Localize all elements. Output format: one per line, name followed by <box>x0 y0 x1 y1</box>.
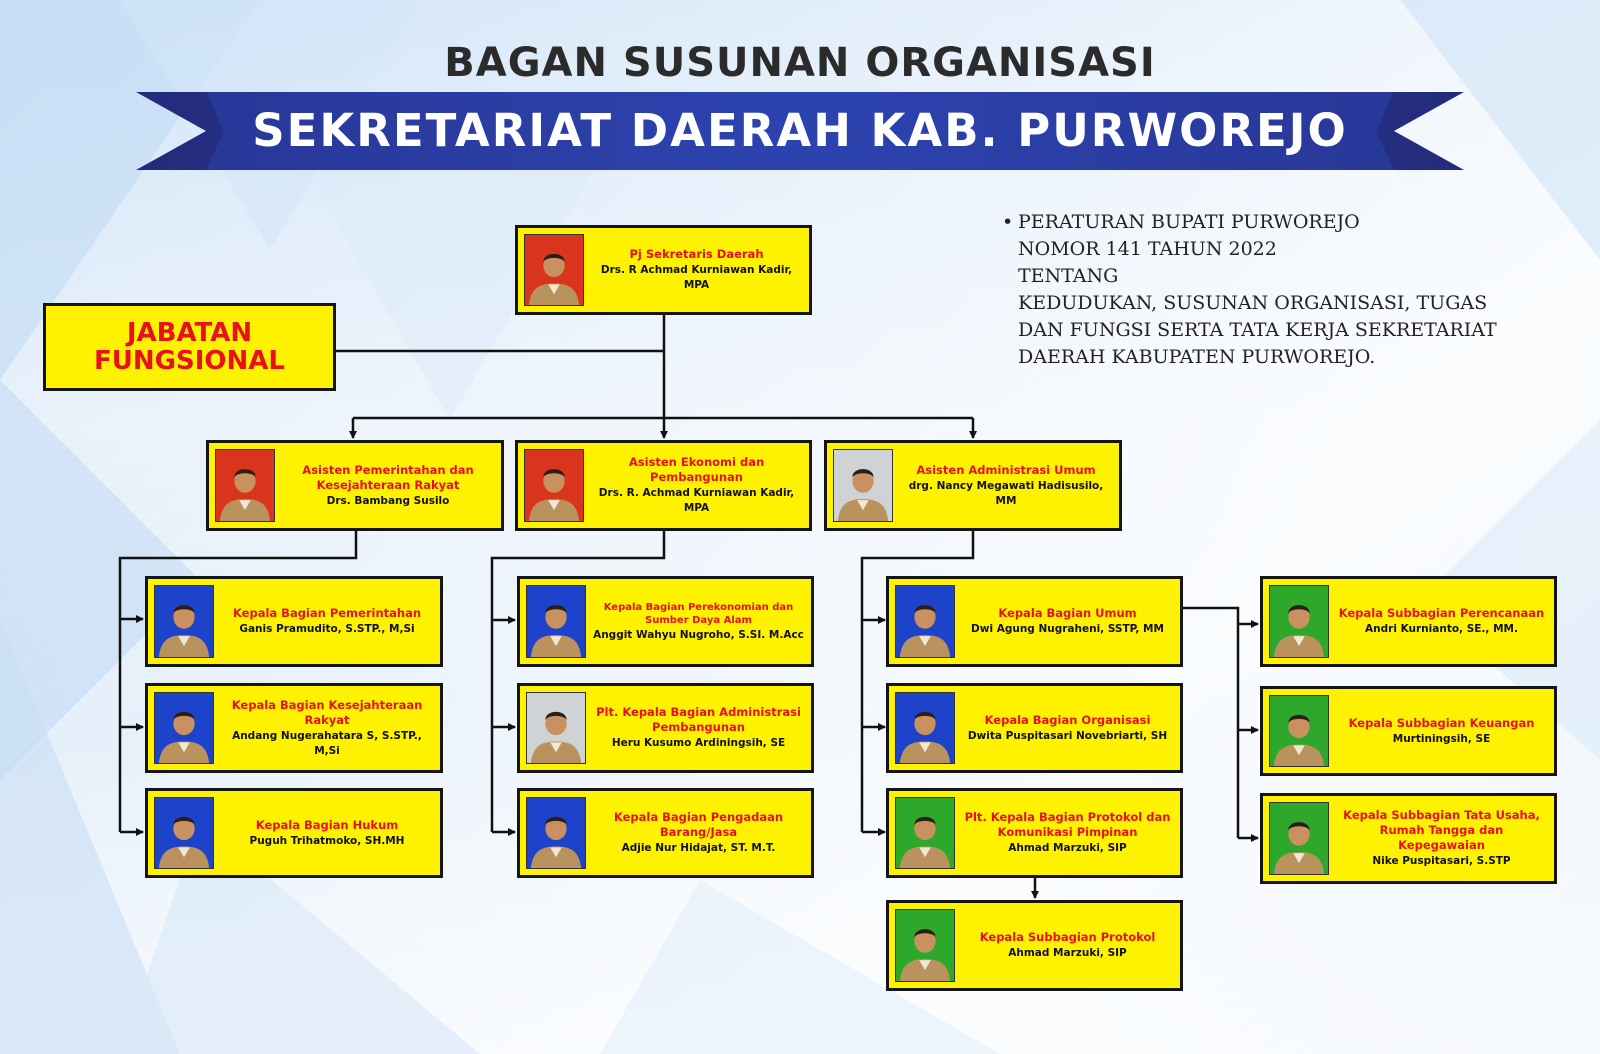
node-name: Dwita Puspitasari Novebriarti, SH <box>967 729 1168 742</box>
portrait-icon <box>1269 695 1329 767</box>
node-name: Andri Kurnianto, SE., MM. <box>1365 623 1518 635</box>
portrait-icon <box>1269 585 1329 658</box>
portrait-icon <box>895 585 955 658</box>
node-role: Kepala Subbagian Tata Usaha, Rumah Tangg… <box>1343 808 1540 852</box>
node-name: Drs. Bambang Susilo <box>326 494 450 507</box>
regulation-line: TENTANG <box>1018 265 1119 287</box>
portrait-icon <box>526 585 586 658</box>
node-name: drg. Nancy Megawati Hadisusilo, MM <box>908 479 1104 507</box>
node-name: Ahmad Marzuki, SIP <box>1008 947 1127 959</box>
node-bagian-protokol: Plt. Kepala Bagian Protokol dan Komunika… <box>886 788 1183 878</box>
node-asisten-pemerintahan: Asisten Pemerintahan dan Kesejahteraan R… <box>206 440 504 531</box>
regulation-line: PERATURAN BUPATI PURWOREJO <box>1018 211 1360 233</box>
node-name: Murtiningsih, SE <box>1392 732 1491 745</box>
node-name: Drs. R. Achmad Kurniawan Kadir, MPA <box>598 487 795 514</box>
regulation-line: NOMOR 141 TAHUN 2022 <box>1018 238 1277 260</box>
title-banner <box>136 92 1464 170</box>
banner-title: SEKRETARIAT DAERAH KAB. PURWOREJO <box>252 104 1348 157</box>
node-role: Kepala Bagian Pengadaan Barang/Jasa <box>613 810 784 839</box>
jabatan-fungsional-box: JABATAN FUNGSIONAL <box>43 303 336 391</box>
node-role: Kepala Bagian Organisasi <box>984 712 1151 727</box>
node-name: Nike Puspitasari, S.STP <box>1372 855 1511 867</box>
node-bagian-perekonomian: Kepala Bagian Perekonomian dan Sumber Da… <box>517 576 814 667</box>
node-name: Dwi Agung Nugraheni, SSTP, MM <box>971 623 1164 635</box>
portrait-icon <box>154 585 214 658</box>
node-role: Kepala Bagian Pemerintahan <box>232 606 422 620</box>
node-name: Anggit Wahyu Nugroho, S.SI. M.Acc <box>593 628 804 641</box>
portrait-icon <box>895 692 955 764</box>
node-role: Kepala Subbagian Keuangan <box>1348 715 1535 730</box>
node-role: Pj Sekretaris Daerah <box>629 247 764 261</box>
regulation-line: DAN FUNGSI SERTA TATA KERJA SEKRETARIAT <box>1018 319 1497 341</box>
node-role: Plt. Kepala Bagian Protokol dan Komunika… <box>964 810 1171 839</box>
node-name: Ahmad Marzuki, SIP <box>1008 842 1127 854</box>
node-name: Puguh Trihatmoko, SH.MH <box>249 834 405 847</box>
portrait-icon <box>895 909 955 982</box>
portrait-icon <box>895 797 955 869</box>
regulation-line: KEDUDUKAN, SUSUNAN ORGANISASI, TUGAS <box>1018 292 1488 314</box>
portrait-icon <box>215 449 275 522</box>
portrait-icon <box>154 797 214 869</box>
node-name: Drs. R Achmad Kurniawan Kadir, MPA <box>600 264 793 291</box>
chart-title: BAGAN SUSUNAN ORGANISASI <box>444 40 1156 86</box>
node-bagian-administrasi-pembangunan: Plt. Kepala Bagian Administrasi Pembangu… <box>517 683 814 773</box>
portrait-icon <box>526 692 586 764</box>
node-name: Ganis Pramudito, S.STP., M,Si <box>239 623 415 635</box>
portrait-icon <box>833 449 893 522</box>
node-role: Asisten Ekonomi dan Pembangunan <box>628 455 765 484</box>
node-role: Kepala Bagian Hukum <box>255 817 399 832</box>
node-name: Andang Nugerahatara S, S.STP., M,Si <box>232 729 422 757</box>
bullet-icon: • <box>1002 211 1014 233</box>
node-role: Plt. Kepala Bagian Administrasi Pembangu… <box>596 705 801 734</box>
node-subbagian-tata-usaha: Kepala Subbagian Tata Usaha, Rumah Tangg… <box>1260 793 1557 884</box>
node-role: Kepala Subbagian Protokol <box>979 930 1156 944</box>
node-name: Heru Kusumo Ardiningsih, SE <box>611 737 786 749</box>
node-role: Asisten Administrasi Umum <box>916 462 1096 477</box>
portrait-icon <box>524 449 584 522</box>
regulation-line: DAERAH KABUPATEN PURWOREJO. <box>1018 346 1376 368</box>
node-asisten-administrasi: Asisten Administrasi Umum drg. Nancy Mega… <box>824 440 1122 531</box>
node-name: Adjie Nur Hidajat, ST. M.T. <box>621 842 776 854</box>
portrait-icon <box>1269 802 1329 875</box>
jabatan-fungsional-label: JABATAN FUNGSIONAL <box>94 318 285 376</box>
node-role: Kepala Bagian Umum <box>998 606 1137 620</box>
node-role: Asisten Pemerintahan dan Kesejahteraan R… <box>302 462 474 492</box>
portrait-icon <box>524 234 584 306</box>
portrait-icon <box>154 692 214 764</box>
node-role: Kepala Bagian Perekonomian dan Sumber Da… <box>603 601 794 626</box>
node-role: Kepala Subbagian Perencanaan <box>1338 606 1545 620</box>
node-role: Kepala Bagian Kesejahteraan Rakyat <box>231 697 423 727</box>
portrait-icon <box>526 797 586 869</box>
regulation-note: • PERATURAN BUPATI PURWOREJO NOMOR 141 T… <box>1002 209 1578 371</box>
